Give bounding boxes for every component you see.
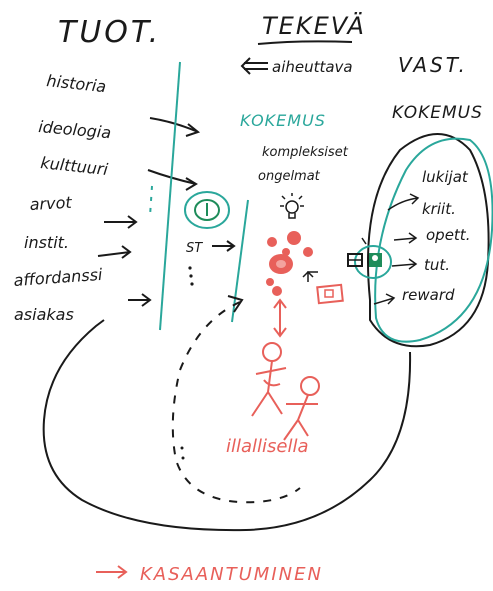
right-item-tut: tut.: [424, 256, 450, 274]
arrow-icon: [303, 272, 318, 282]
big-return-loop: [44, 320, 410, 530]
st-label: ST: [186, 241, 203, 256]
lightbulb-icon: [280, 193, 304, 218]
red-box-inner: [325, 290, 333, 297]
right-kokemus-label: KOKEMUS: [392, 103, 483, 123]
red-blob: [287, 231, 301, 245]
red-blob: [266, 278, 274, 286]
red-blob: [272, 286, 282, 296]
red-blob-highlight: [276, 260, 286, 268]
left-items: historia ideologia kulttuuri arvot insti…: [13, 71, 112, 324]
heading-tuot: TUOT.: [58, 15, 161, 50]
left-item-instit: instit.: [24, 233, 69, 252]
red-blobs: [266, 231, 313, 296]
kasautuminen-label: KASAANTUMINEN: [140, 564, 323, 585]
red-box-icon: [317, 285, 343, 303]
left-item-affordanssi: affordanssi: [13, 265, 104, 290]
person-icon: [284, 377, 319, 440]
left-arrows: [98, 118, 198, 306]
red-blob: [267, 237, 277, 247]
double-arrow-icon: [242, 58, 268, 74]
heading-tekeva: TEKEVÄ: [262, 11, 366, 40]
ongelmat-label: ongelmat: [258, 169, 321, 184]
red-blob: [303, 247, 313, 257]
right-item-opett: opett.: [426, 226, 470, 244]
right-item-lukijat: lukijat: [422, 168, 469, 186]
middle-kokemus-label: KOKEMUS: [240, 111, 326, 130]
red-double-arrow: [274, 300, 286, 336]
left-item-kulttuuri: kulttuuri: [40, 153, 110, 179]
teal-dashes: [150, 186, 152, 216]
right-item-kriit: kriit.: [422, 200, 456, 218]
bottom-arrow-icon: [96, 566, 126, 578]
person-icon: [252, 343, 286, 416]
left-item-arvot: arvot: [29, 193, 73, 214]
teal-divider-left: [160, 62, 180, 330]
kompleksiset-label: kompleksiset: [262, 145, 349, 160]
heading-aiheuttava: aiheuttava: [272, 58, 353, 76]
illallisella-label: illallisella: [226, 436, 309, 457]
left-item-ideologia: ideologia: [38, 117, 112, 142]
left-item-asiakas: asiakas: [14, 305, 74, 324]
st-arrow: [212, 241, 234, 251]
right-item-reward: reward: [402, 286, 455, 304]
left-item-historia: historia: [46, 71, 107, 96]
heading-tekeva-underline: [258, 41, 352, 44]
heading-vast: VAST.: [398, 53, 468, 77]
